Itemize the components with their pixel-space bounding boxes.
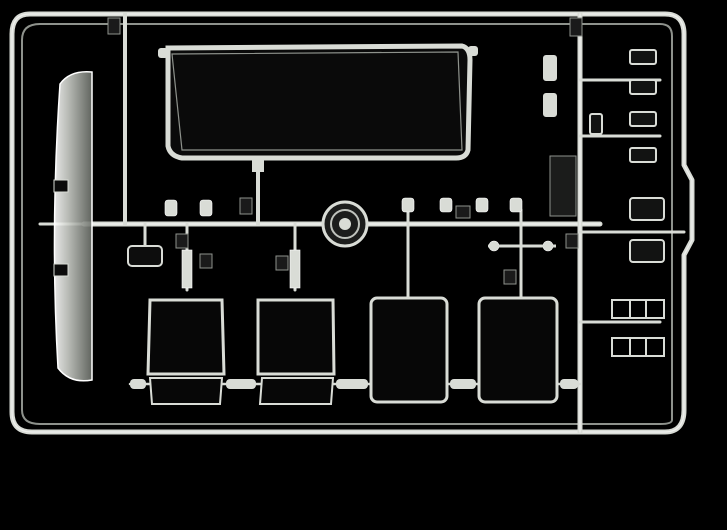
gate-tabs — [130, 379, 578, 389]
lamp-lenses — [543, 49, 665, 263]
part-number-tags — [107, 17, 583, 285]
side-window-panes — [146, 296, 559, 405]
large-glass-panel — [158, 43, 478, 172]
small-clips — [127, 197, 556, 289]
sprue-frame — [9, 11, 695, 435]
round-lens — [321, 200, 369, 248]
grille-pieces — [611, 299, 665, 357]
curved-window-part — [53, 71, 93, 382]
